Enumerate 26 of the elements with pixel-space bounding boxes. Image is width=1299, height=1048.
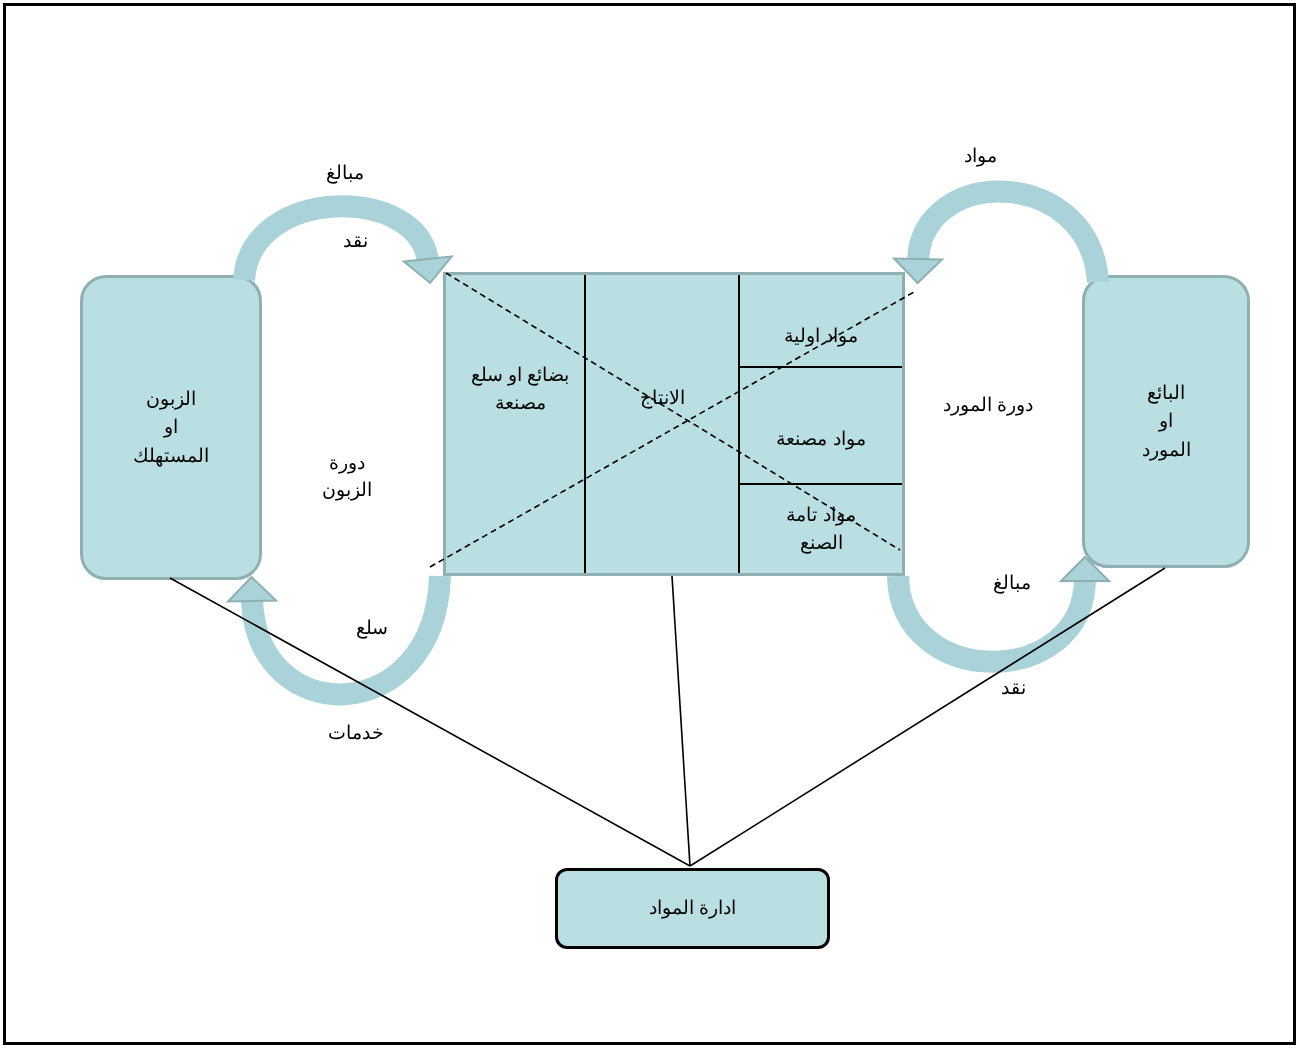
text-label: دورة الزبون <box>322 451 372 503</box>
section-panel <box>584 275 740 573</box>
edge-label: سلع <box>355 616 389 641</box>
node-label: مواد اولية <box>783 324 859 349</box>
edge-label: مبالغ <box>992 571 1032 596</box>
node-label: بضائع او سلع مصنعة <box>470 362 570 415</box>
node-label: ادارة المواد <box>648 896 737 921</box>
supplier-box <box>1082 275 1250 568</box>
process-box <box>555 868 830 949</box>
node-label: مواد تامة الصنع <box>785 502 857 556</box>
text-label: دورة المورد <box>941 393 1035 418</box>
text-label: نقد <box>341 229 369 253</box>
connector-line <box>671 575 691 867</box>
edge-label: مواد <box>962 144 998 169</box>
node-label: الانتاج <box>639 385 685 411</box>
node-label: الزبون او المستهلك <box>133 386 209 469</box>
text-label: نقد <box>999 676 1027 700</box>
edge-label: مبالغ <box>325 161 365 186</box>
connector-line <box>689 567 1166 867</box>
curved-arrow <box>887 556 1110 673</box>
node-label: البائع او المورد <box>1141 380 1191 463</box>
text-label: خدمات <box>327 721 385 745</box>
connector-line <box>169 577 691 867</box>
customer-box <box>80 275 262 580</box>
curved-arrow <box>227 574 451 706</box>
node-label: مواد مصنعة <box>776 427 866 452</box>
